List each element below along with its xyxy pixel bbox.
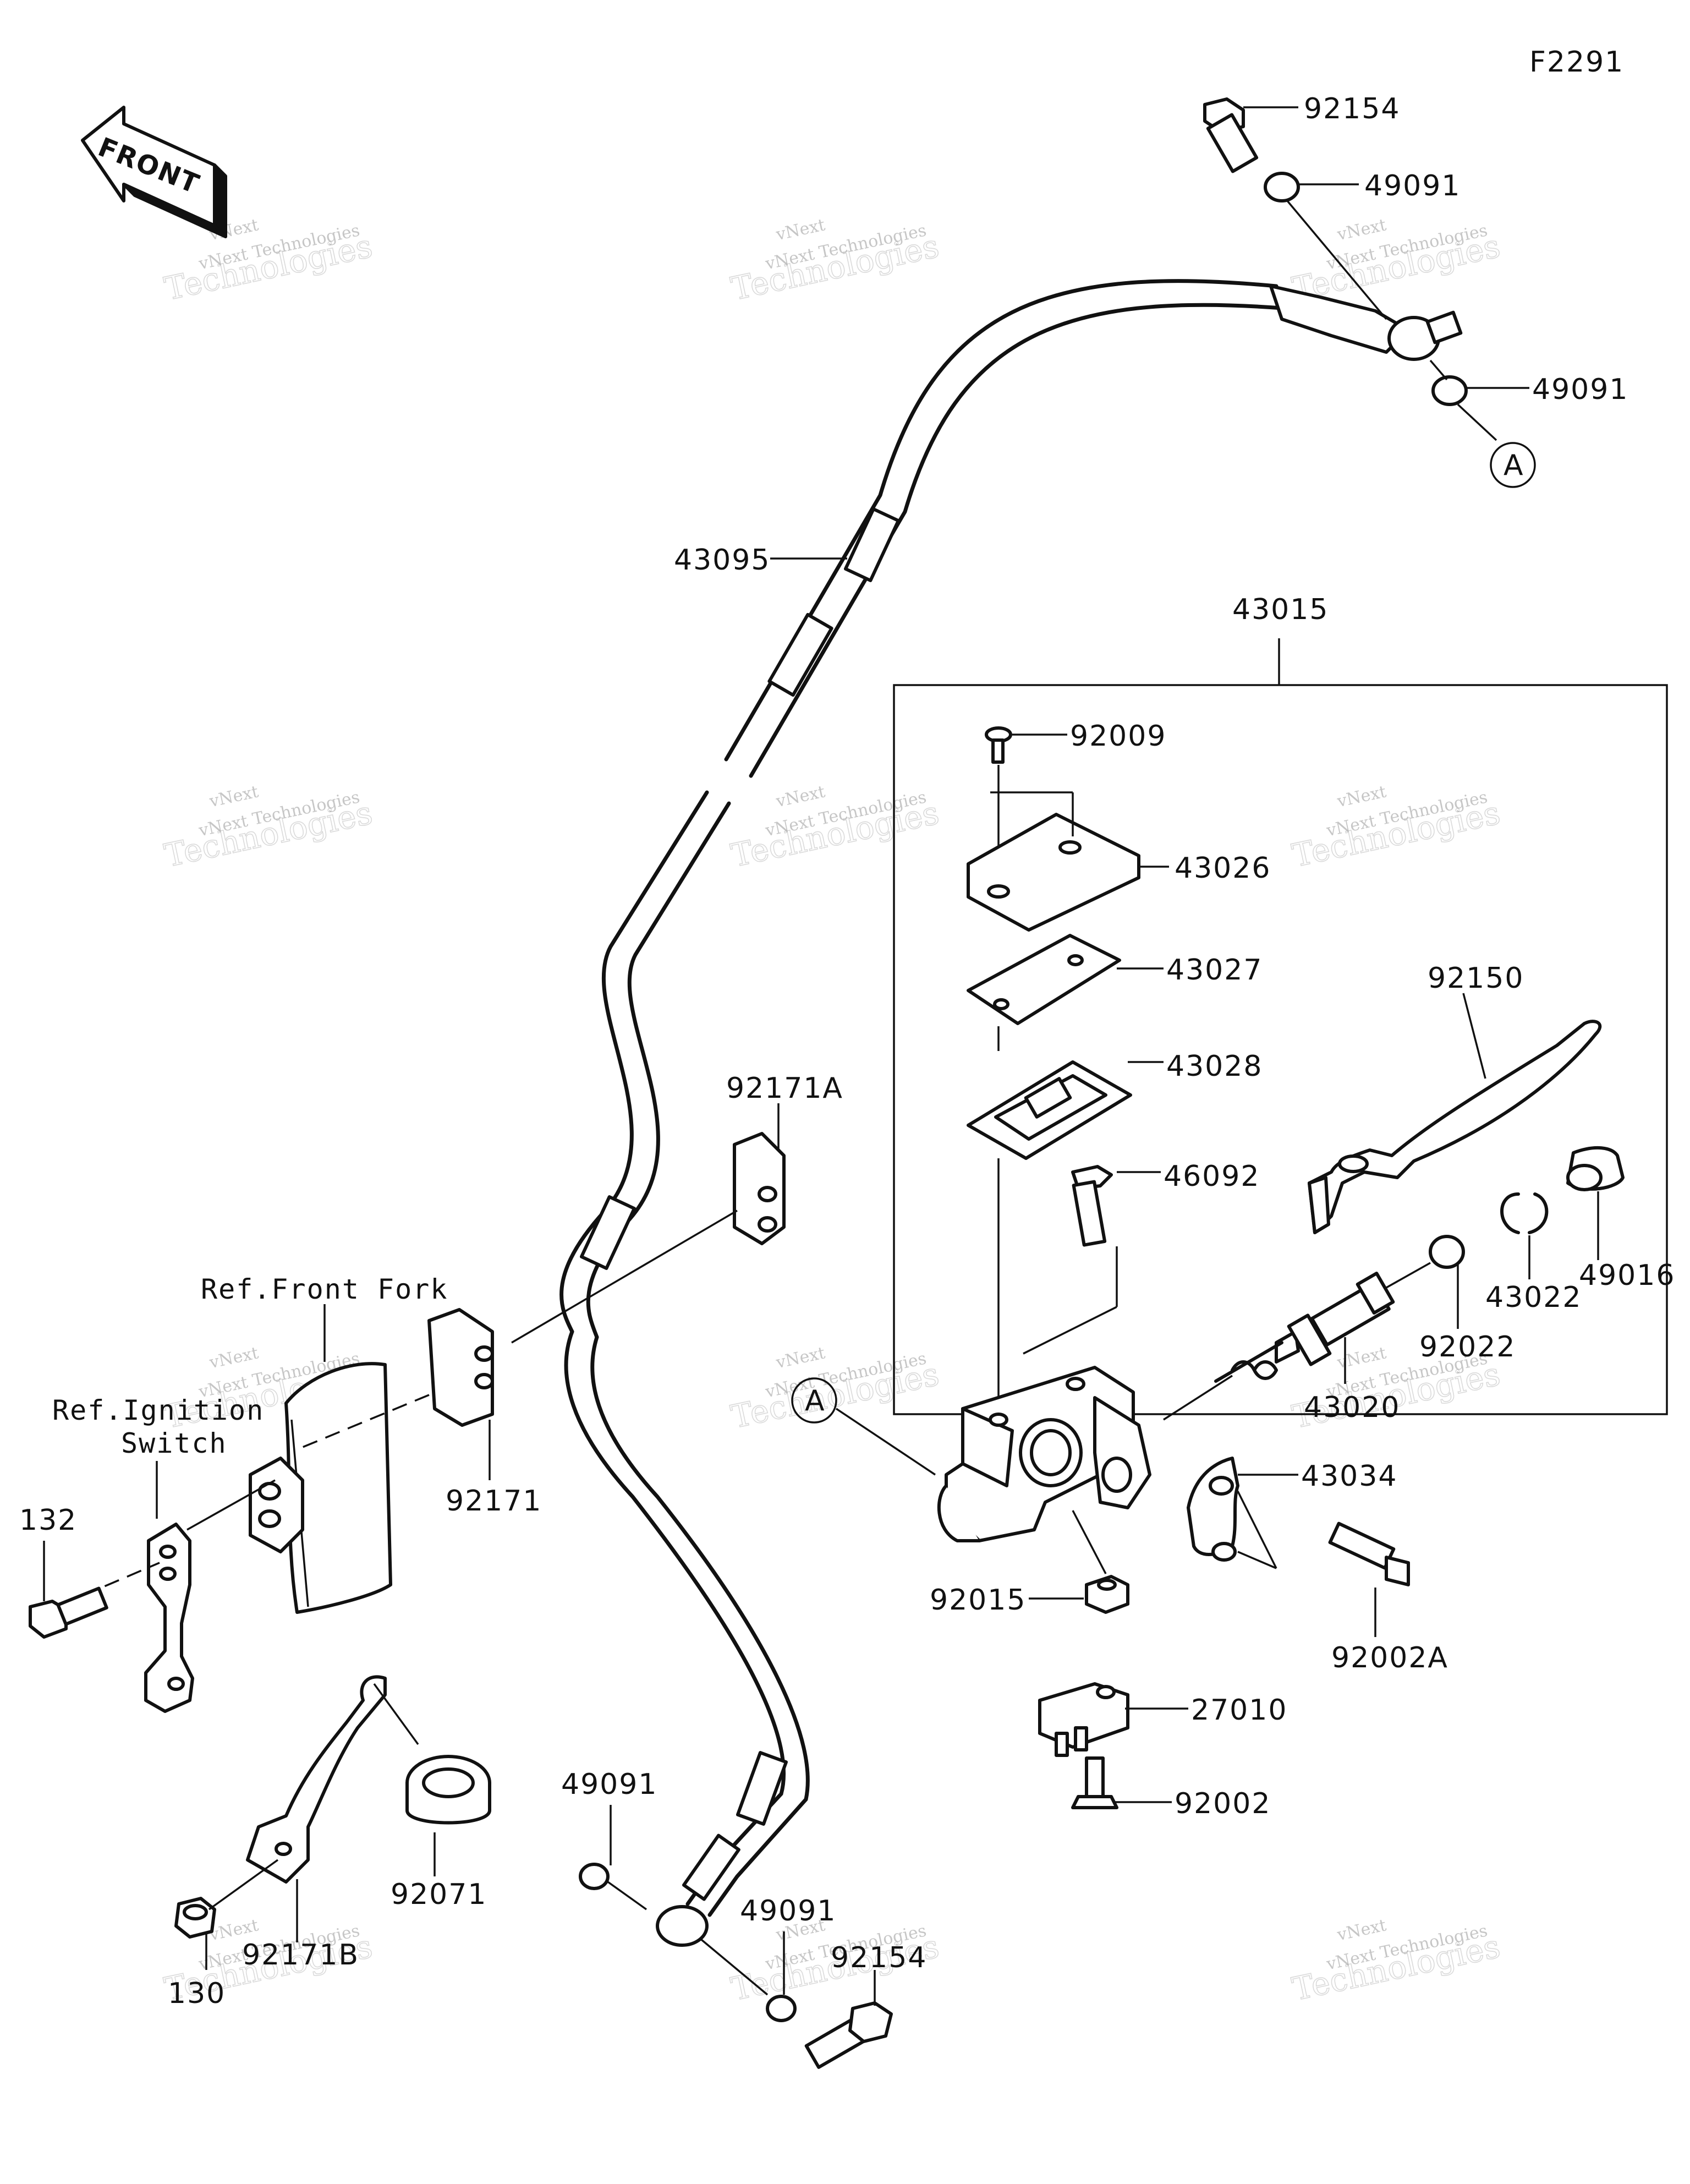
label-92002: 92002: [1175, 1787, 1271, 1820]
label-49091-d: 49091: [740, 1895, 836, 1928]
screw-92002: [1071, 1756, 1118, 1809]
bolt-92002A: [1328, 1521, 1410, 1586]
label-132: 132: [19, 1504, 77, 1537]
circle-marker-a-body-text: A: [805, 1384, 826, 1417]
label-92154-bottom: 92154: [831, 1941, 927, 1974]
label-92071: 92071: [391, 1878, 487, 1911]
watermark-small: vNext: [207, 782, 260, 811]
plate-43027: [967, 934, 1121, 1025]
label-43027: 43027: [1166, 954, 1263, 987]
label-92015: 92015: [930, 1584, 1026, 1617]
washer-49091-a: [1264, 172, 1300, 202]
label-92009: 92009: [1070, 720, 1166, 753]
washer-92022: [1429, 1235, 1465, 1269]
label-49091-c: 49091: [561, 1768, 657, 1801]
bolt-132: [29, 1586, 108, 1639]
label-43028: 43028: [1166, 1050, 1263, 1083]
watermark-small: vNext: [1335, 1915, 1388, 1945]
watermark-small: vNext: [1335, 215, 1388, 244]
washer-49091-d: [766, 1995, 797, 2022]
ignition-switch-ref: [249, 1457, 304, 1553]
circle-marker-a: [1490, 442, 1536, 488]
label-49091-a: 49091: [1364, 169, 1461, 202]
label-92150: 46092: [1164, 1160, 1260, 1193]
front-arrow-icon: FRONT: [81, 106, 227, 238]
label-43022: 43022: [1485, 1281, 1582, 1314]
label-43020: 43020: [1304, 1391, 1400, 1424]
label-92002A: 92002A: [1331, 1641, 1448, 1674]
label-43034: 43034: [1301, 1460, 1397, 1493]
assembly-box: [893, 684, 1668, 1415]
label-92171A: 92171A: [726, 1072, 843, 1105]
watermark-small: vNext: [774, 215, 827, 244]
ref-ignition-line2: Switch: [121, 1427, 227, 1459]
label-49091-b: 49091: [1532, 373, 1628, 406]
cap-43026: [967, 813, 1140, 932]
bolt-92150: [1071, 1165, 1113, 1247]
label-43026: 43026: [1175, 852, 1271, 885]
watermark-small: vNext: [1335, 782, 1388, 811]
piston-43020: [1214, 1272, 1395, 1383]
screw-92009: [985, 726, 1012, 764]
bracket-92171A: [733, 1132, 786, 1245]
clip-92171: [427, 1308, 494, 1427]
diaphragm-43028: [967, 1060, 1132, 1160]
watermark-small: vNext: [207, 1343, 260, 1372]
clamp-92171B: [246, 1675, 387, 1884]
bolt-130: [174, 1897, 216, 1939]
circle-marker-a-body: [791, 1377, 837, 1424]
circlip-43022: [1500, 1192, 1549, 1234]
label-46092: 92150: [1428, 962, 1524, 995]
switch-27010: [1038, 1682, 1129, 1757]
ref-ignition-line1: Ref.Ignition: [52, 1394, 264, 1426]
ref-front-fork: Ref.Front Fork: [201, 1273, 448, 1305]
bracket-ignition: [144, 1523, 194, 1713]
nut-92015: [1085, 1575, 1129, 1614]
label-92171: 92171: [446, 1485, 542, 1518]
banjo-bolt-top: [1203, 97, 1259, 173]
watermark-small: vNext: [1335, 1343, 1388, 1372]
master-cylinder-body: [937, 1366, 1151, 1542]
label-43095: 43095: [674, 544, 770, 577]
grommet-92071: [405, 1755, 491, 1825]
label-92154-top: 92154: [1304, 92, 1400, 125]
watermark-small: vNext: [774, 1343, 827, 1372]
brake-hose-43095: [559, 279, 1463, 1947]
banjo-bolt-bottom: [804, 2001, 893, 2069]
label-92022: 92022: [1419, 1331, 1516, 1364]
washer-49091-c: [579, 1863, 610, 1890]
label-27010: 27010: [1191, 1694, 1287, 1727]
label-43015: 43015: [1232, 593, 1329, 626]
label-49016: 49016: [1579, 1259, 1675, 1292]
lever-46092: [1308, 1020, 1602, 1234]
clamp-43034: [1187, 1457, 1239, 1562]
label-92171B: 92171B: [242, 1939, 359, 1972]
watermark-small: vNext: [774, 782, 827, 811]
boot-49016: [1566, 1146, 1625, 1191]
washer-49091-b: [1431, 375, 1468, 406]
figure-code: F2291: [1529, 46, 1624, 79]
circle-marker-a-text: A: [1504, 449, 1524, 482]
label-130: 130: [168, 1977, 226, 2010]
